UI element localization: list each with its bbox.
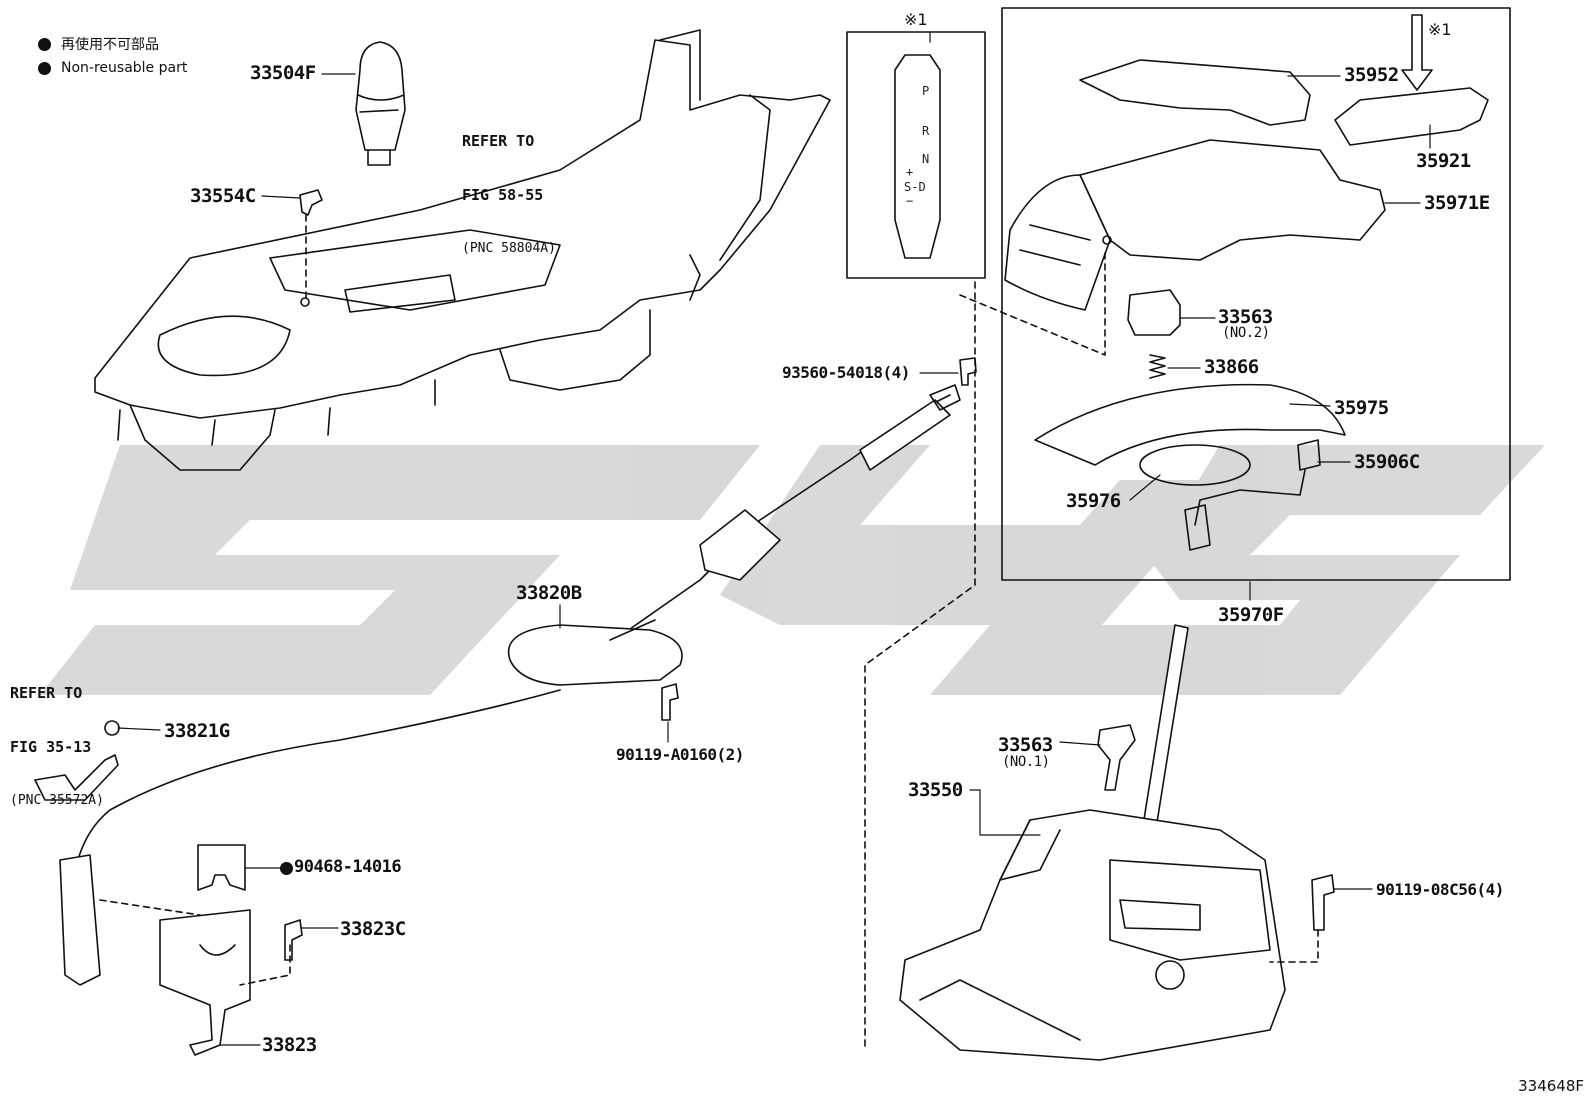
- label-90119-08c56: 90119-08C56(4): [1376, 880, 1504, 899]
- refer-note-console: REFER TO FIG 58-55 (PNC 58804A): [462, 96, 556, 276]
- refer-line2: FIG 35-13: [10, 738, 92, 756]
- lock-33563-no2: [1127, 289, 1181, 336]
- bolt-90119-a0160: [661, 683, 679, 721]
- lamp-35921: [1334, 87, 1489, 146]
- housing-35971e: [1004, 139, 1386, 311]
- shift-lever-assembly: [899, 624, 1286, 1061]
- label-35971e: 35971E: [1424, 192, 1490, 214]
- assembly-box: [1001, 7, 1511, 581]
- refer-pnc: (PNC 35572A): [10, 793, 104, 808]
- diagram-code: 334648F: [1518, 1077, 1584, 1095]
- plate-35976: [1139, 444, 1251, 486]
- gear-plus: +: [906, 165, 914, 179]
- label-33823: 33823: [262, 1034, 317, 1056]
- indicator-plate: [894, 54, 941, 259]
- label-35975: 35975: [1334, 397, 1389, 419]
- label-33563-no2: 33563: [1218, 306, 1273, 328]
- screw-93560: [959, 357, 977, 386]
- indicator-frame: [846, 31, 986, 279]
- gear-n: N: [922, 152, 930, 166]
- label-33563-no2-sub: (NO.2): [1222, 325, 1270, 341]
- legend-row-jp: 再使用不可部品: [38, 32, 187, 56]
- refer-line2: FIG 58-55: [462, 186, 544, 204]
- legend-jp-text: 再使用不可部品: [61, 37, 159, 53]
- label-90119-a0160: 90119-A0160(2): [616, 745, 744, 764]
- non-reusable-marker-icon: [280, 862, 293, 875]
- label-35906c: 35906C: [1354, 451, 1420, 473]
- ref-mark-arrow: ※1: [1428, 20, 1452, 39]
- label-33866: 33866: [1204, 356, 1259, 378]
- shift-knob: [355, 41, 406, 166]
- bolt-33823c: [284, 919, 303, 961]
- bracket-33823: [159, 909, 251, 1056]
- bullet-icon: [38, 37, 51, 51]
- refer-line1: REFER TO: [462, 132, 535, 150]
- spring-33866: [1149, 354, 1166, 379]
- bracket-33821g: [34, 754, 119, 801]
- gear-r: R: [922, 124, 930, 138]
- label-90468: 90468-14016: [294, 857, 402, 877]
- legend: 再使用不可部品 Non-reusable part: [38, 32, 187, 80]
- lock-33563-no1: [1097, 724, 1136, 791]
- sensor-wire: [1194, 469, 1306, 526]
- leader-lines: [117, 31, 1431, 1046]
- gear-p: P: [922, 84, 930, 98]
- leader-assembly: [959, 249, 1106, 356]
- clip-90468: [197, 844, 246, 891]
- connector: [1184, 504, 1211, 551]
- label-33821g: 33821G: [164, 720, 230, 742]
- label-33563-no1-sub: (NO.1): [1002, 754, 1050, 770]
- label-33563-no1: 33563: [998, 734, 1053, 756]
- label-35921: 35921: [1416, 150, 1471, 172]
- console-panel: [94, 29, 831, 471]
- clip-33554c: [299, 189, 323, 301]
- ref-mark-indicator: ※1: [904, 10, 928, 29]
- panel-35952: [1079, 59, 1311, 126]
- label-35970f: 35970F: [1218, 604, 1284, 626]
- gear-minus: −: [906, 194, 914, 208]
- nut-33821g: [104, 720, 120, 736]
- gear-sd: S-D: [904, 180, 926, 194]
- watermark-logo: [40, 445, 1545, 695]
- legend-en-text: Non-reusable part: [61, 60, 188, 76]
- bullet-icon: [38, 61, 51, 75]
- label-33550: 33550: [908, 779, 963, 801]
- label-35976: 35976: [1066, 490, 1121, 512]
- label-33554c: 33554C: [190, 185, 256, 207]
- label-35952: 35952: [1344, 64, 1399, 86]
- label-93560: 93560-54018(4): [782, 363, 910, 382]
- refer-line1: REFER TO: [10, 684, 83, 702]
- label-33823c: 33823C: [340, 918, 406, 940]
- label-33820b: 33820B: [516, 582, 582, 604]
- sensor-35906c: [1297, 439, 1321, 471]
- refer-pnc: (PNC 58804A): [462, 241, 556, 256]
- refer-note-bracket: REFER TO FIG 35-13 (PNC 35572A): [10, 648, 104, 828]
- boot-33820b: [507, 624, 683, 686]
- leader-lower: [864, 281, 976, 1051]
- arrow-down: [1401, 14, 1433, 91]
- label-33504f: 33504F: [250, 62, 316, 84]
- bolt-90119-08c56: [1311, 874, 1335, 931]
- legend-row-en: Non-reusable part: [38, 56, 187, 80]
- shift-cable: [59, 384, 961, 986]
